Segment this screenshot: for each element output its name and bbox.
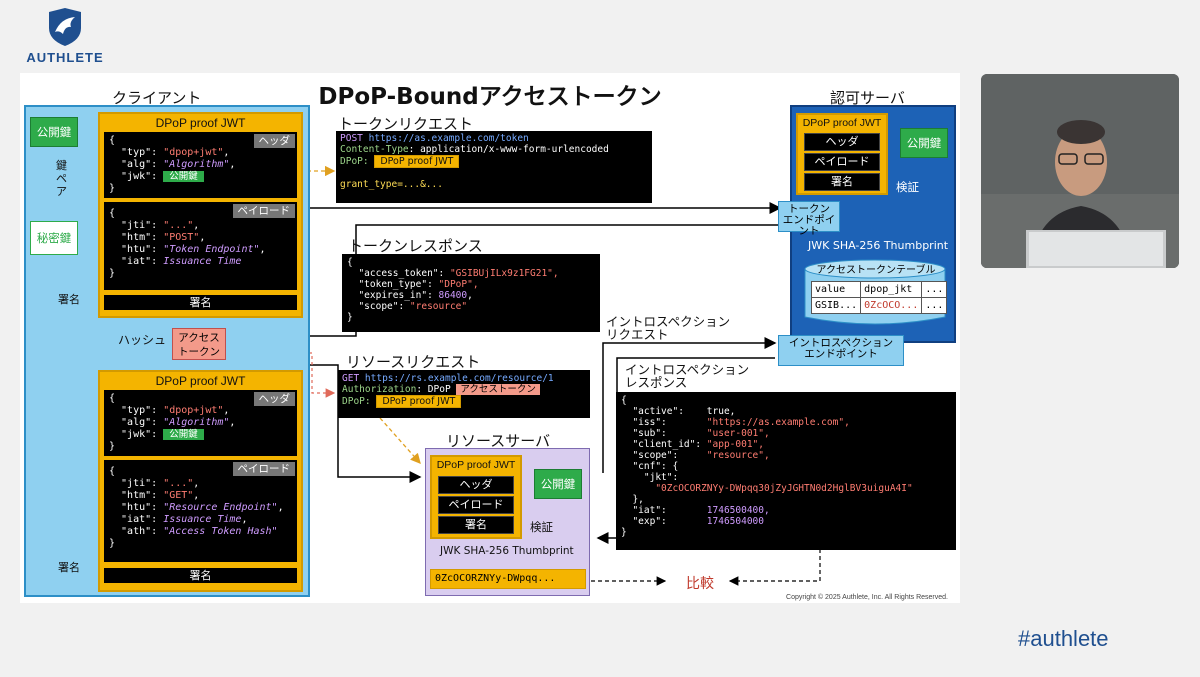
proof-title: DPoP proof JWT	[436, 459, 516, 471]
sign-label-1: 署名	[58, 293, 80, 306]
resource-dpop-proof: DPoP proof JWT ヘッダ ペイロード 署名	[430, 455, 522, 539]
token-request-code: POST https://as.example.com/token Conten…	[336, 131, 652, 203]
token-table: value dpop_jkt ... GSIB... 0ZcOCO... ...	[810, 281, 948, 314]
token-request-title: トークンリクエスト	[338, 115, 474, 133]
hash-label: ハッシュ	[118, 333, 167, 347]
table-title: アクセストークンテーブル	[816, 265, 936, 276]
client-private-key: 秘密鍵	[30, 221, 78, 255]
hashtag: #authlete	[1018, 626, 1109, 651]
client-access-token: アクセストークン	[172, 328, 226, 360]
resource-request-title: リソースリクエスト	[346, 353, 481, 371]
brand-name: AUTHLETE	[26, 50, 104, 65]
proof-title: DPoP proof JWT	[155, 374, 246, 388]
proof-header: ヘッダ	[438, 476, 514, 494]
client-dpop-proof-2: DPoP proof JWT { "typ": "dpop+jwt", "alg…	[98, 370, 303, 592]
table-cell: 0ZcOCO...	[860, 297, 923, 314]
introspection-response-title: イントロスペクションレスポンス	[625, 362, 750, 390]
table-cell: ...	[921, 297, 948, 314]
slide-title: DPoP-Boundアクセストークン	[318, 84, 662, 110]
proof-payload: ペイロード	[804, 153, 880, 171]
shield-logo-icon	[49, 8, 81, 46]
proof-signature: 署名	[104, 568, 297, 583]
payload-tag: ペイロード	[232, 462, 295, 476]
sign-label-2: 署名	[58, 561, 80, 574]
proof-title: DPoP proof JWT	[155, 116, 246, 130]
proof-title: DPoP proof JWT	[802, 117, 882, 129]
key-pair-label: 鍵ペア	[56, 159, 67, 198]
introspection-response-code: { "active": true, "iss": "https://as.exa…	[616, 392, 956, 550]
table-header: ...	[921, 281, 948, 298]
presenter-video	[981, 74, 1179, 268]
client-public-key: 公開鍵	[30, 117, 78, 147]
presenter-icon	[981, 74, 1179, 268]
proof-payload: ペイロード	[438, 496, 514, 514]
auth-dpop-proof: DPoP proof JWT ヘッダ ペイロード 署名	[796, 113, 888, 195]
resource-server-title: リソースサーバ	[446, 432, 551, 450]
proof-payload-code: { "jti": "...", "htm": "GET", "htu": "Re…	[104, 460, 297, 562]
table-header: dpop_jkt	[860, 281, 923, 298]
header-tag: ヘッダ	[253, 134, 295, 148]
token-response-code: { "access_token": "GSIBUjILx9z1FG21", "t…	[342, 254, 600, 332]
table-header: value	[810, 281, 862, 298]
compare-label: 比較	[686, 576, 714, 592]
slide: DPoP-Boundアクセストークン クライアント 公開鍵 鍵ペア 秘密鍵 署名…	[20, 73, 960, 603]
resource-request-code: GET https://rs.example.com/resource/1 Au…	[338, 370, 590, 418]
proof-signature: 署名	[104, 295, 297, 310]
proof-signature: 署名	[804, 173, 880, 191]
jwk-public-key-tag: 公開鍵	[163, 171, 204, 182]
resource-verify-label: 検証	[530, 520, 553, 534]
resource-thumbprint-label: JWK SHA-256 Thumbprint	[440, 545, 574, 557]
introspection-request-title: イントロスペクションリクエスト	[606, 314, 731, 342]
jwk-public-key-tag: 公開鍵	[163, 429, 204, 440]
client-dpop-proof-1: DPoP proof JWT { "typ": "dpop+jwt", "alg…	[98, 112, 303, 318]
header-tag: ヘッダ	[253, 392, 295, 406]
dpop-proof-tag: DPoP proof JWT	[374, 155, 460, 168]
resource-thumbprint-value: 0ZcOCORZNYy-DWpqq...	[430, 569, 586, 589]
auth-server-title: 認可サーバ	[830, 89, 905, 107]
client-title: クライアント	[112, 89, 202, 107]
access-token-tag: アクセストークン	[456, 384, 540, 395]
table-cell: GSIB...	[810, 297, 862, 314]
authlete-logo: AUTHLETE	[20, 8, 110, 65]
token-endpoint[interactable]: トークンエンドポイント	[778, 201, 840, 237]
token-response-title: トークンレスポンス	[348, 237, 483, 255]
access-token-table: アクセストークンテーブル value dpop_jkt ... GSIB... …	[803, 259, 948, 327]
proof-signature: 署名	[438, 516, 514, 534]
auth-thumbprint-label: JWK SHA-256 Thumbprint	[808, 239, 949, 252]
resource-public-key: 公開鍵	[534, 469, 582, 499]
payload-tag: ペイロード	[232, 204, 295, 218]
auth-verify-label: 検証	[896, 180, 919, 194]
copyright: Copyright © 2025 Authlete, Inc. All Righ…	[786, 594, 948, 601]
proof-header: ヘッダ	[804, 133, 880, 151]
dpop-proof-tag: DPoP proof JWT	[376, 395, 462, 408]
auth-public-key: 公開鍵	[900, 128, 948, 158]
introspection-endpoint[interactable]: イントロスペクションエンドポイント	[778, 335, 904, 366]
